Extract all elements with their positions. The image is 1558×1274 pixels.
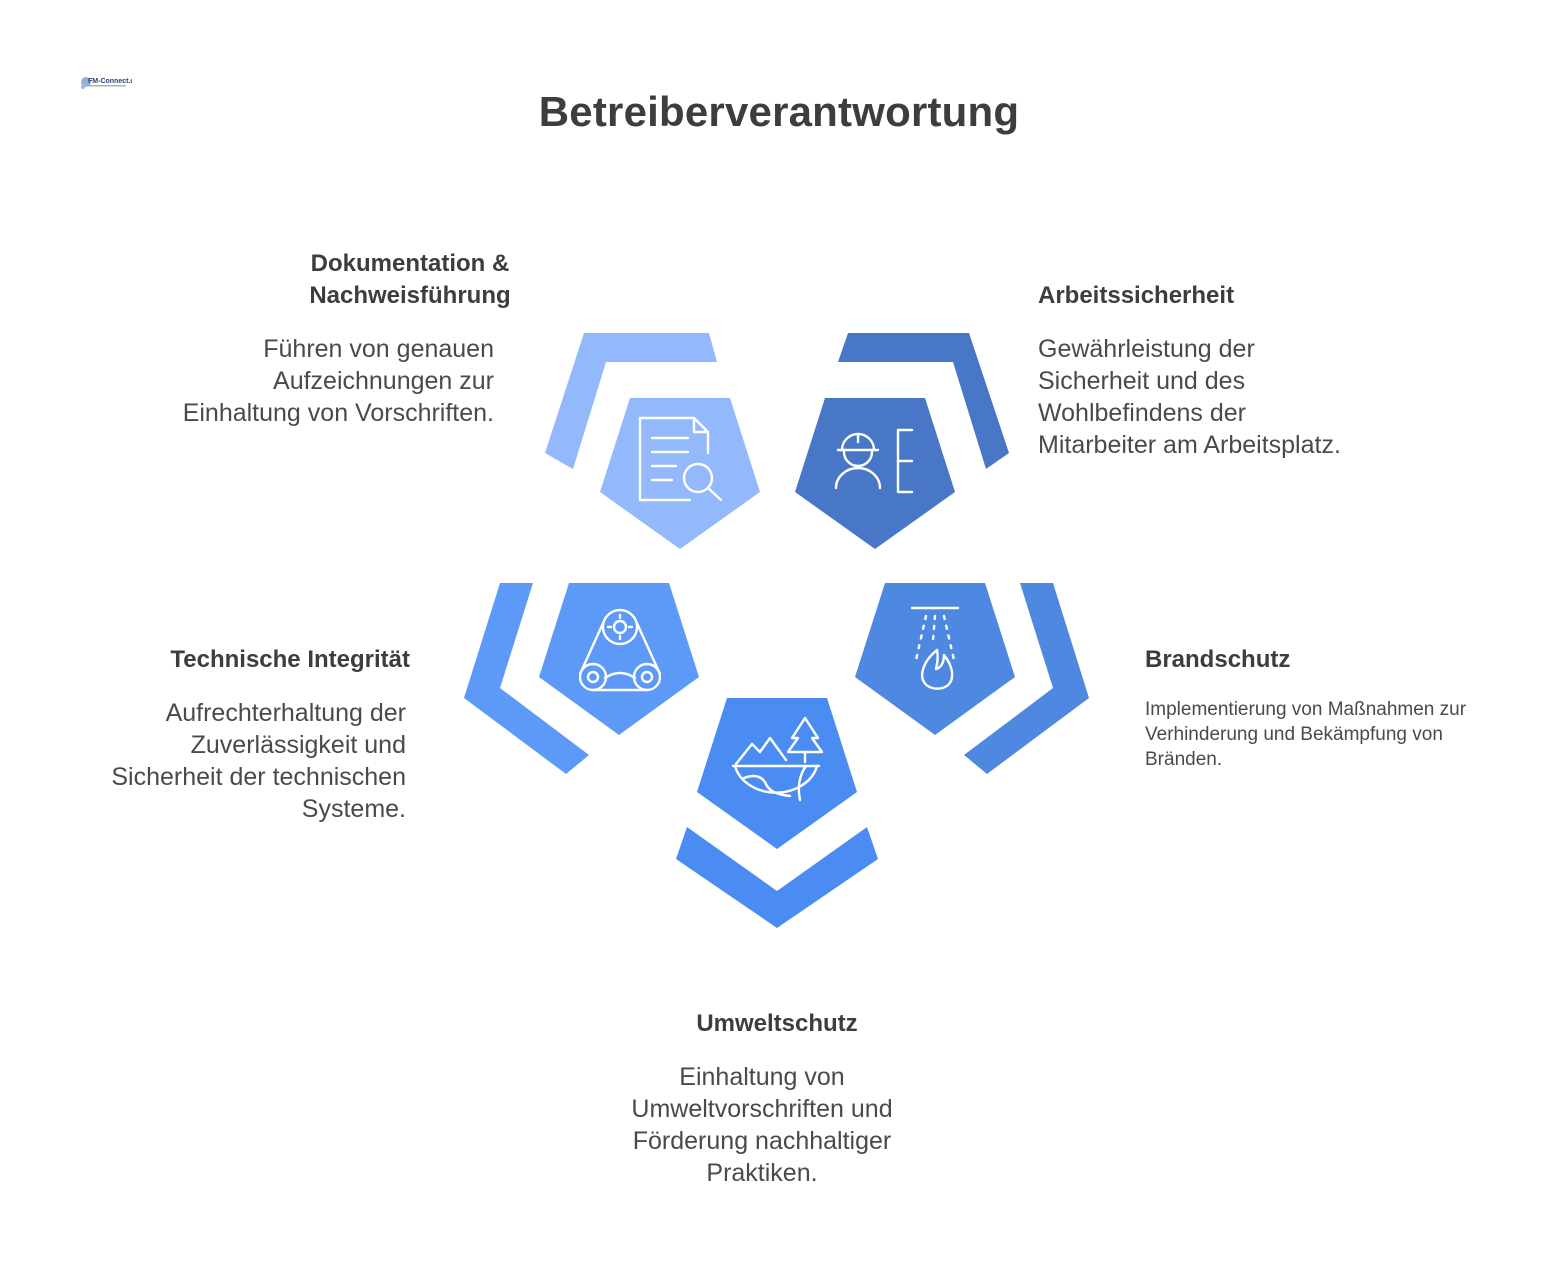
outer-arc-technical [464, 583, 589, 774]
text-fire: Implementierung von Maßnahmen zur Verhin… [1145, 699, 1467, 770]
worker-helmet-icon [834, 428, 914, 494]
outer-arc-documentation [545, 333, 717, 469]
text-environment: Einhaltung von Umweltvorschriften und Fö… [631, 1063, 893, 1187]
outer-arc-fire [964, 583, 1089, 774]
segment-documentation [545, 333, 760, 549]
pentagon-fire [855, 583, 1015, 735]
outer-arc-safety [838, 333, 1009, 469]
text-safety: Gewährleistung der Sicherheit und des Wo… [1038, 335, 1341, 459]
segment-environment [676, 698, 878, 928]
outer-arc-environment [676, 827, 878, 928]
pentagon-safety [795, 398, 955, 549]
page-title: Betreiberverantwortung [538, 88, 1020, 135]
fm-connect-logo: FM-Connect.com [80, 72, 145, 94]
sprinkler-flame-icon [910, 606, 960, 690]
heading-fire: Brandschutz [1145, 646, 1291, 673]
heading-technical: Technische Integrität [170, 646, 410, 673]
text-technical: Aufrechterhaltung der Zuverlässigkeit un… [111, 699, 406, 823]
gear-belt-icon [578, 608, 662, 692]
segment-fire [855, 583, 1089, 774]
heading-documentation: Dokumentation & Nachweisführung [309, 250, 511, 309]
landscape-icon [731, 716, 824, 802]
segment-technical [464, 583, 699, 774]
text-documentation: Führen von genauen Aufzeichnungen zur Ei… [182, 335, 494, 427]
pentagon-documentation [600, 398, 760, 549]
document-search-icon [638, 416, 723, 502]
heading-safety: Arbeitssicherheit [1038, 282, 1235, 309]
heading-environment: Umweltschutz [696, 1010, 858, 1037]
pentagon-technical [539, 583, 699, 735]
pentagon-environment [697, 698, 857, 849]
svg-text:FM-Connect.com: FM-Connect.com [88, 78, 132, 85]
segment-safety [795, 333, 1009, 549]
